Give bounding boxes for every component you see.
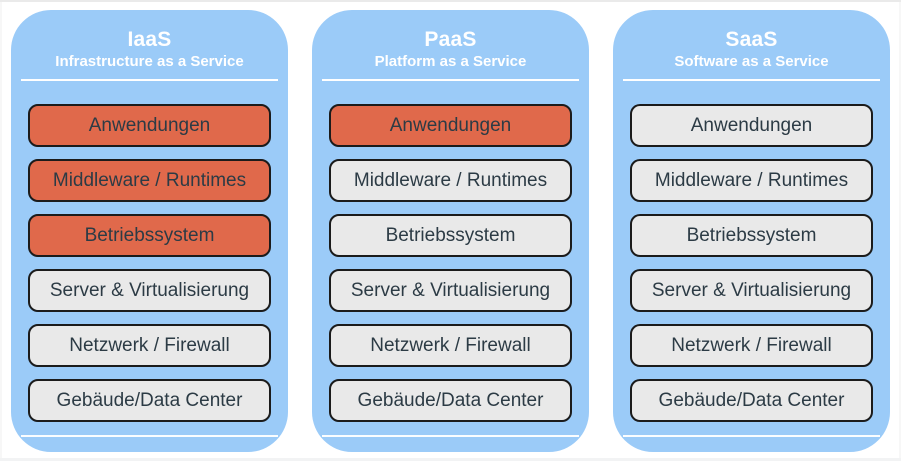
saas-panel: SaaS Software as a Service Anwendungen M… [613,10,890,452]
layer-box-betriebssystem: Betriebssystem [329,214,572,257]
layer-box-middleware: Middleware / Runtimes [630,159,873,202]
saas-footer-divider [623,435,880,437]
layer-box-server: Server & Virtualisierung [329,269,572,312]
iaas-panel: IaaS Infrastructure as a Service Anwendu… [11,10,288,452]
iaas-header: IaaS Infrastructure as a Service [28,27,271,71]
layer-box-server: Server & Virtualisierung [28,269,271,312]
iaas-title: IaaS [127,28,172,51]
layer-box-netzwerk: Netzwerk / Firewall [329,324,572,367]
saas-header-divider [623,79,880,81]
paas-footer-divider [322,435,579,437]
layer-box-middleware: Middleware / Runtimes [329,159,572,202]
paas-layer-stack: Anwendungen Middleware / Runtimes Betrie… [329,104,572,422]
layer-box-anwendungen: Anwendungen [28,104,271,147]
layer-box-server: Server & Virtualisierung [630,269,873,312]
layer-box-netzwerk: Netzwerk / Firewall [28,324,271,367]
layer-box-netzwerk: Netzwerk / Firewall [630,324,873,367]
paas-panel: PaaS Platform as a Service Anwendungen M… [312,10,589,452]
saas-header: SaaS Software as a Service [630,27,873,71]
layer-box-anwendungen: Anwendungen [329,104,572,147]
iaas-header-divider [21,79,278,81]
layer-box-betriebssystem: Betriebssystem [28,214,271,257]
iaas-footer-divider [21,435,278,437]
layer-box-gebaeude: Gebäude/Data Center [630,379,873,422]
saas-layer-stack: Anwendungen Middleware / Runtimes Betrie… [630,104,873,422]
paas-header: PaaS Platform as a Service [329,27,572,71]
layer-box-middleware: Middleware / Runtimes [28,159,271,202]
paas-header-divider [322,79,579,81]
iaas-subtitle: Infrastructure as a Service [55,53,244,70]
layer-box-gebaeude: Gebäude/Data Center [28,379,271,422]
layer-box-anwendungen: Anwendungen [630,104,873,147]
layer-box-gebaeude: Gebäude/Data Center [329,379,572,422]
saas-subtitle: Software as a Service [674,53,829,70]
paas-subtitle: Platform as a Service [374,53,527,70]
iaas-layer-stack: Anwendungen Middleware / Runtimes Betrie… [28,104,271,422]
paas-title: PaaS [424,28,477,51]
saas-title: SaaS [725,28,778,51]
layer-box-betriebssystem: Betriebssystem [630,214,873,257]
